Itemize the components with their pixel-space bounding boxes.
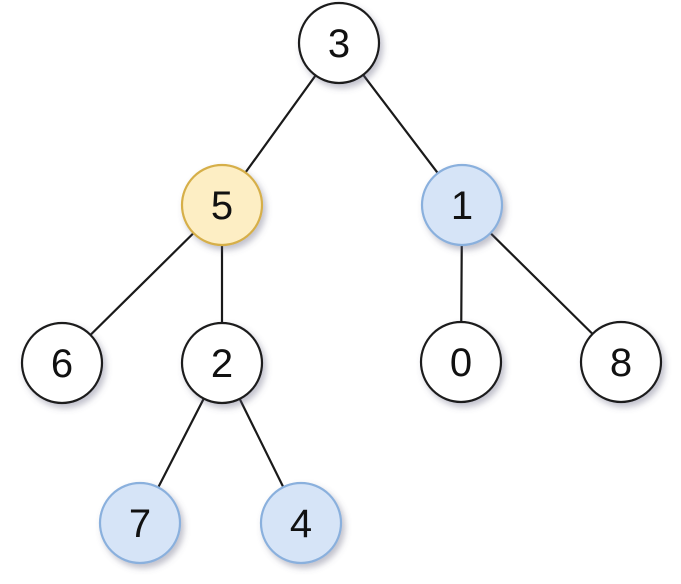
tree-node-circle-2[interactable] (180, 321, 264, 405)
tree-node-1[interactable]: 1 (420, 163, 504, 247)
edges-layer (88, 72, 595, 490)
tree-node-label-4: 4 (290, 502, 312, 546)
tree-node-label-7: 7 (129, 502, 151, 546)
tree-node-5[interactable]: 5 (180, 163, 264, 247)
tree-node-3[interactable]: 3 (297, 1, 381, 85)
tree-node-7[interactable]: 7 (98, 481, 182, 565)
tree-node-2[interactable]: 2 (180, 321, 264, 405)
nodes-layer: 3 5 1 6 2 0 8 7 4 (20, 1, 663, 565)
tree-node-circle-8[interactable] (579, 320, 663, 404)
tree-node-circle-5[interactable] (180, 163, 264, 247)
tree-node-circle-7[interactable] (98, 481, 182, 565)
tree-node-6[interactable]: 6 (20, 321, 104, 405)
tree-edge-2-7 (156, 396, 206, 490)
tree-node-label-8: 8 (610, 341, 632, 385)
tree-node-label-0: 0 (450, 341, 472, 385)
tree-edge-3-5 (243, 73, 318, 175)
tree-node-circle-4[interactable] (259, 481, 343, 565)
tree-node-label-1: 1 (451, 184, 473, 228)
tree-node-label-2: 2 (211, 342, 233, 386)
tree-node-circle-3[interactable] (297, 1, 381, 85)
tree-edge-3-1 (361, 72, 440, 176)
tree-edge-2-4 (238, 396, 285, 490)
tree-edge-5-6 (88, 231, 196, 337)
tree-edge-1-8 (488, 231, 595, 336)
tree-node-4[interactable]: 4 (259, 481, 343, 565)
tree-edge-1-0 (460, 242, 463, 325)
tree-node-0[interactable]: 0 (419, 320, 503, 404)
tree-node-label-5: 5 (211, 184, 233, 228)
tree-node-label-3: 3 (328, 22, 350, 66)
tree-node-circle-1[interactable] (420, 163, 504, 247)
tree-node-8[interactable]: 8 (579, 320, 663, 404)
tree-node-circle-0[interactable] (419, 320, 503, 404)
tree-node-label-6: 6 (51, 342, 73, 386)
tree-node-circle-6[interactable] (20, 321, 104, 405)
